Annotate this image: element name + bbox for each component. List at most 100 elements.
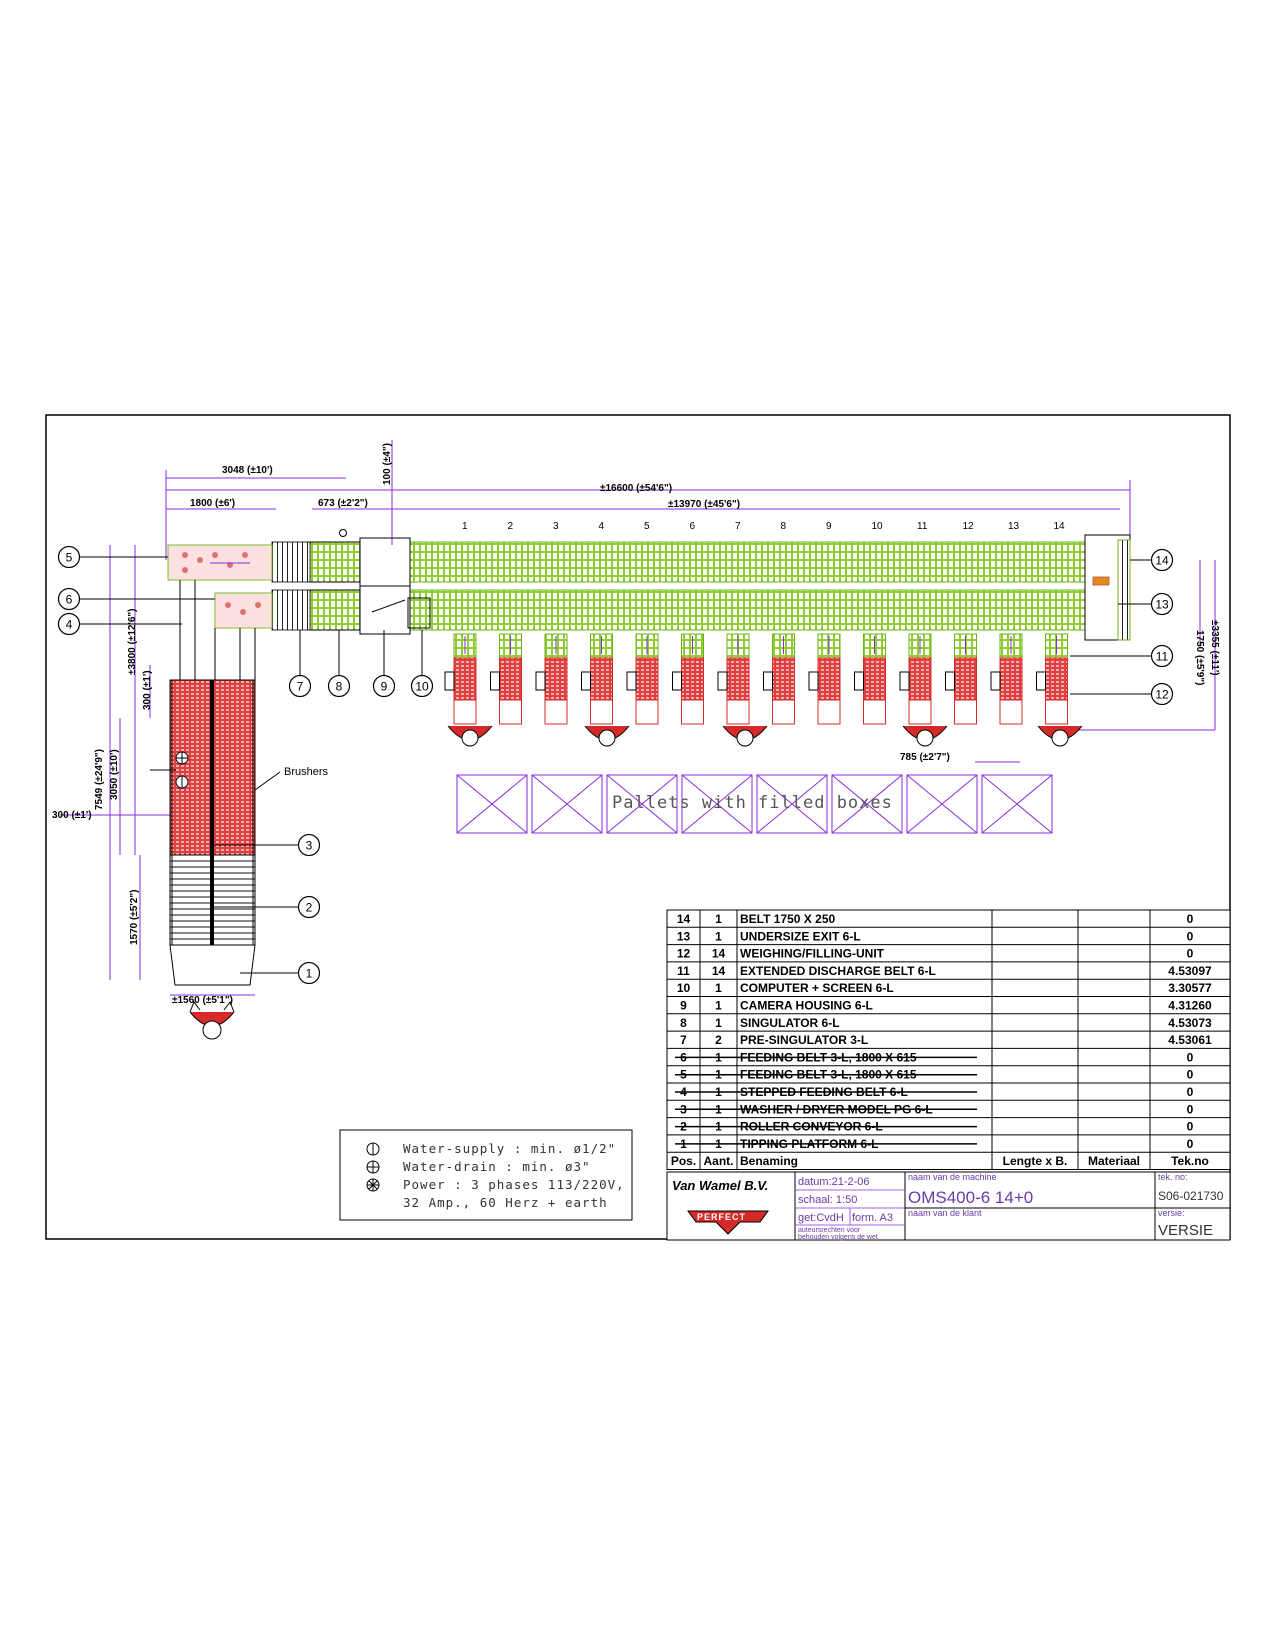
svg-text:13: 13 bbox=[677, 929, 691, 943]
operator bbox=[1037, 725, 1083, 747]
svg-text:3.30577: 3.30577 bbox=[1168, 981, 1212, 995]
callout-11: 11 bbox=[1070, 644, 1174, 668]
discharge-station bbox=[945, 633, 977, 725]
svg-text:1: 1 bbox=[715, 929, 722, 943]
svg-text:CAMERA HOUSING 6-L: CAMERA HOUSING 6-L bbox=[740, 999, 873, 1013]
table-row: 9 1 CAMERA HOUSING 6-L 4.31260 bbox=[680, 999, 1212, 1013]
svg-text:11: 11 bbox=[1156, 650, 1169, 664]
dimension-texts: 3048 (±10') 1800 (±6') 673 (±2'2") ±1660… bbox=[52, 443, 1220, 1006]
brand-logo-text: PERFECT bbox=[697, 1212, 746, 1222]
svg-text:5: 5 bbox=[66, 551, 73, 565]
datum-field: datum:21-2-06 bbox=[798, 1176, 870, 1188]
dim-13970: ±13970 (±45'6") bbox=[668, 499, 740, 510]
callout-4: 4 bbox=[57, 612, 182, 636]
svg-text:0: 0 bbox=[1187, 929, 1194, 943]
lane-number: 5 bbox=[644, 521, 650, 532]
svg-text:1: 1 bbox=[306, 967, 313, 981]
dim-7549: 7549 (±24'9") bbox=[94, 749, 105, 810]
svg-text:4.31260: 4.31260 bbox=[1168, 999, 1212, 1013]
lane-number: 1 bbox=[462, 521, 468, 532]
svg-text:1: 1 bbox=[715, 999, 722, 1013]
lane-number: 2 bbox=[508, 521, 514, 532]
legend-water-supply: Water-supply : min. ø1/2" bbox=[403, 1141, 616, 1156]
svg-text:Benaming: Benaming bbox=[740, 1154, 798, 1168]
svg-text:4.53073: 4.53073 bbox=[1168, 1016, 1212, 1030]
get-field: get:CvdH bbox=[798, 1212, 844, 1224]
lane-number: 13 bbox=[1008, 521, 1020, 532]
schaal-field: schaal: 1:50 bbox=[798, 1194, 857, 1206]
discharge-station bbox=[717, 633, 750, 725]
company-name: Van Wamel B.V. bbox=[672, 1178, 768, 1193]
discharge-station bbox=[672, 633, 704, 725]
svg-text:0: 0 bbox=[1187, 1120, 1194, 1134]
discharge-station bbox=[490, 633, 522, 725]
pallet bbox=[756, 774, 828, 834]
pallet bbox=[531, 774, 603, 834]
svg-text:Lengte x B.: Lengte x B. bbox=[1003, 1154, 1068, 1168]
dim-1750: 1750 (±5'9") bbox=[1194, 630, 1205, 685]
discharge-station bbox=[763, 633, 795, 725]
discharge-station bbox=[535, 633, 568, 725]
copyright-line-1: auteursrechten voor bbox=[798, 1227, 861, 1234]
svg-text:0: 0 bbox=[1187, 1085, 1194, 1099]
svg-text:10: 10 bbox=[677, 981, 691, 995]
dim-16600: ±16600 (±54'6") bbox=[600, 483, 672, 494]
svg-text:14: 14 bbox=[712, 947, 726, 961]
drawing-number-label: tek. no: bbox=[1158, 1172, 1188, 1182]
lane-number: 9 bbox=[826, 521, 832, 532]
dim-3355: ±3355 (±11') bbox=[1209, 620, 1220, 676]
lane-number: 8 bbox=[781, 521, 787, 532]
brushers-label: Brushers bbox=[284, 766, 329, 778]
svg-text:SINGULATOR 6-L: SINGULATOR 6-L bbox=[740, 1016, 840, 1030]
pallet bbox=[981, 774, 1053, 834]
svg-text:WEIGHING/FILLING-UNIT: WEIGHING/FILLING-UNIT bbox=[740, 947, 885, 961]
svg-text:0: 0 bbox=[1187, 1137, 1194, 1151]
pallet bbox=[681, 774, 753, 834]
legend-water-drain: Water-drain : min. ø3" bbox=[403, 1159, 591, 1174]
discharge-station bbox=[581, 633, 613, 725]
svg-text:1: 1 bbox=[715, 981, 722, 995]
svg-text:6: 6 bbox=[66, 593, 73, 607]
discharge-station bbox=[990, 633, 1023, 725]
lane-number: 14 bbox=[1054, 521, 1066, 532]
lane-number: 3 bbox=[553, 521, 559, 532]
svg-text:14: 14 bbox=[1155, 554, 1169, 568]
svg-text:Aant.: Aant. bbox=[704, 1154, 734, 1168]
operator bbox=[447, 725, 493, 747]
callout-7: 7 bbox=[288, 630, 312, 698]
svg-text:14: 14 bbox=[677, 912, 691, 926]
svg-text:EXTENDED DISCHARGE BELT 6-L: EXTENDED DISCHARGE BELT 6-L bbox=[740, 964, 936, 978]
discharge-station bbox=[444, 633, 477, 725]
dim-1570: 1570 (±5'2") bbox=[129, 890, 140, 945]
svg-text:COMPUTER + SCREEN 6-L: COMPUTER + SCREEN 6-L bbox=[740, 981, 894, 995]
title-block bbox=[666, 1171, 1231, 1241]
svg-text:0: 0 bbox=[1187, 1050, 1194, 1064]
svg-text:7: 7 bbox=[680, 1033, 687, 1047]
dimension-lines bbox=[60, 440, 1216, 996]
discharge-station bbox=[626, 633, 659, 725]
lane-number: 10 bbox=[872, 521, 884, 532]
lane-number: 7 bbox=[735, 521, 741, 532]
dim-100: 100 (±4") bbox=[382, 443, 393, 485]
svg-text:0: 0 bbox=[1187, 1068, 1194, 1082]
svg-text:3: 3 bbox=[306, 839, 313, 853]
svg-text:4: 4 bbox=[66, 618, 73, 632]
pallet bbox=[606, 774, 678, 834]
discharge-station bbox=[854, 633, 886, 725]
svg-text:13: 13 bbox=[1155, 598, 1169, 612]
dim-1800: 1800 (±6') bbox=[190, 498, 235, 509]
legend-power-spec: 32 Amp., 60 Herz + earth bbox=[403, 1195, 608, 1210]
callout-3: 3 bbox=[212, 833, 321, 857]
drawing-number: S06-021730 bbox=[1158, 1189, 1224, 1203]
svg-text:9: 9 bbox=[680, 999, 687, 1013]
